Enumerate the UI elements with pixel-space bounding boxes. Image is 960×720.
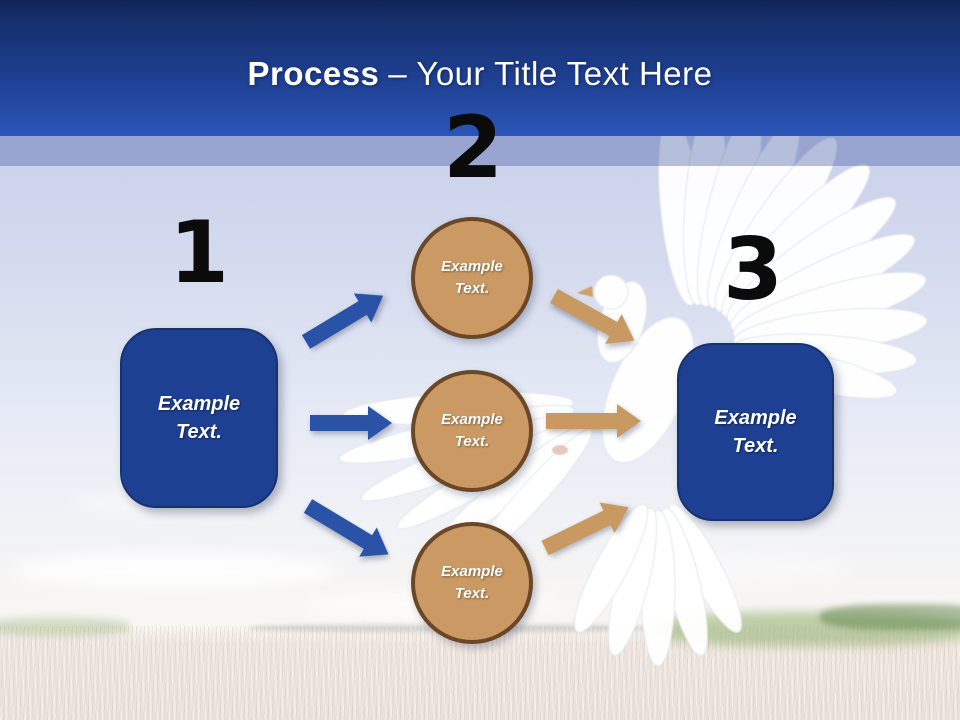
dove-feet (552, 445, 568, 455)
step1-box: Example Text. (120, 328, 278, 508)
green-grass-left (0, 618, 130, 636)
header-band: Process– Your Title Text Here (0, 0, 960, 136)
step2-circle-middle-label: Example Text. (441, 410, 503, 451)
header-subband (0, 136, 960, 166)
cloud (10, 552, 340, 590)
step2-circle-bottom-label: Example Text. (441, 562, 503, 603)
step3-box-label: Example Text. (714, 407, 797, 457)
step2-circle-middle: Example Text. (411, 370, 533, 492)
step2-circle-bottom: Example Text. (411, 522, 533, 644)
arrow-circle-middle-to-right (546, 404, 641, 438)
step-number-2: 2 (443, 98, 503, 198)
slide-title-rest: – Your Title Text Here (388, 55, 713, 92)
arrow-head (368, 406, 392, 440)
step3-box: Example Text. (677, 343, 834, 521)
arrow-shaft (310, 415, 370, 431)
slide-title: Process– Your Title Text Here (247, 55, 712, 93)
slide-title-bold: Process (247, 55, 380, 92)
step-number-1: 1 (169, 203, 229, 303)
dark-green-bushes (820, 604, 960, 630)
arrow-shaft (546, 413, 619, 429)
step-number-3: 3 (723, 220, 783, 320)
step2-circle-top: Example Text. (411, 217, 533, 339)
arrow-left-to-circle-middle (310, 406, 392, 440)
arrow-head (617, 404, 641, 438)
step2-circle-top-label: Example Text. (441, 257, 503, 298)
dove-tail (573, 503, 743, 667)
step1-box-label: Example Text. (157, 393, 241, 443)
dove-beak (577, 286, 593, 297)
